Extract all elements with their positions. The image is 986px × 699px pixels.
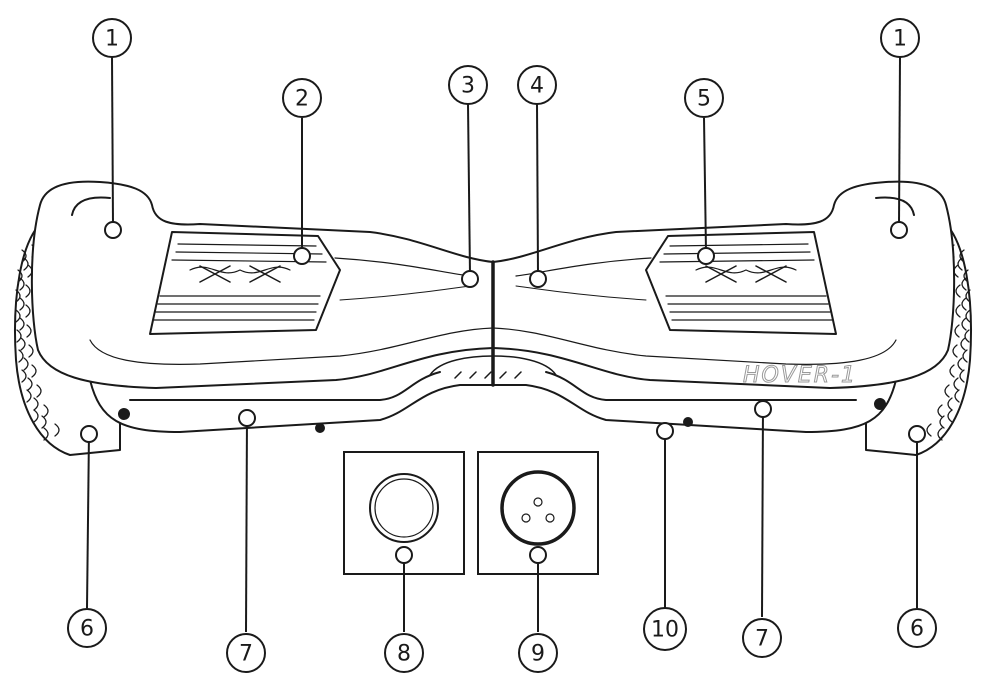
callout-3-label: 3 bbox=[461, 74, 475, 99]
callout-9-label: 9 bbox=[531, 642, 545, 667]
callout-5-circle bbox=[684, 78, 724, 118]
callout-6-left-label: 6 bbox=[80, 617, 94, 642]
callout-7-right-circle bbox=[742, 618, 782, 658]
callout-1-left-circle bbox=[92, 18, 132, 58]
right-foot-pad bbox=[645, 231, 837, 335]
callout-6-right-circle bbox=[897, 608, 937, 648]
callout-1-right-label: 1 bbox=[893, 27, 907, 52]
callout-10-circle bbox=[643, 607, 687, 651]
brand-text: HOVER-1 bbox=[743, 363, 857, 388]
callout-1-right-circle bbox=[880, 18, 920, 58]
callout-10-label: 10 bbox=[651, 618, 679, 643]
callout-5-label: 5 bbox=[697, 87, 711, 112]
callout-7-right-label: 7 bbox=[755, 627, 769, 652]
callout-7-left-label: 7 bbox=[239, 642, 253, 667]
callout-1-left-label: 1 bbox=[105, 27, 119, 52]
callout-4-label: 4 bbox=[530, 74, 544, 99]
callout-8-label: 8 bbox=[397, 642, 411, 667]
callout-7-left-circle bbox=[226, 633, 266, 673]
callout-2-label: 2 bbox=[295, 87, 309, 112]
hoverboard-body bbox=[30, 180, 956, 433]
callout-4-circle bbox=[517, 65, 557, 105]
callout-6-right-label: 6 bbox=[910, 617, 924, 642]
callout-6-left-circle bbox=[67, 608, 107, 648]
callout-9-circle bbox=[518, 633, 558, 673]
left-foot-pad bbox=[149, 231, 341, 335]
callout-8-circle bbox=[384, 633, 424, 673]
callout-3-circle bbox=[448, 65, 488, 105]
callout-2-circle bbox=[282, 78, 322, 118]
